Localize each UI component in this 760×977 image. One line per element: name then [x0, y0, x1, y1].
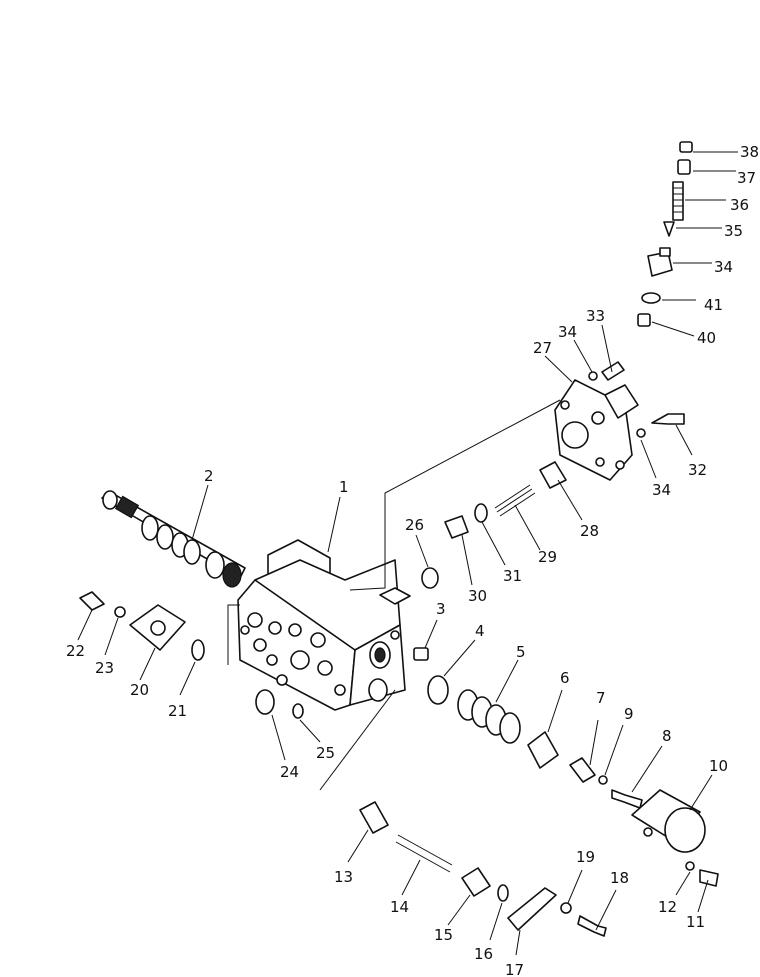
label-28: 28	[580, 522, 599, 540]
label-14: 14	[390, 898, 409, 916]
part-22	[79, 591, 105, 611]
label-27: 27	[533, 339, 552, 357]
part-8	[611, 789, 643, 809]
part-34-upper	[588, 371, 598, 381]
part-27-cover	[554, 379, 639, 481]
label-17: 17	[505, 961, 524, 977]
part-34-lower	[636, 428, 646, 438]
part-10	[631, 789, 706, 853]
label-2: 2	[204, 467, 214, 485]
part-9	[598, 775, 608, 785]
part-15	[461, 867, 491, 897]
label-38: 37	[737, 169, 756, 187]
label-15: 15	[434, 926, 453, 944]
part-11	[699, 869, 719, 887]
label-39: 38	[740, 143, 759, 161]
part-41	[641, 292, 661, 304]
part-labels: 38 37 36 35 34 41 40 33 34 27 32 34 28 2…	[66, 143, 759, 977]
label-24: 24	[280, 763, 299, 781]
part-32	[651, 413, 685, 425]
part-30	[444, 515, 469, 539]
label-16: 16	[474, 945, 493, 963]
label-10: 10	[709, 757, 728, 775]
part-26	[421, 567, 439, 589]
part-5	[457, 689, 521, 744]
part-3	[413, 647, 429, 661]
part-29	[494, 484, 536, 517]
part-28	[539, 461, 567, 489]
label-1: 1	[339, 478, 349, 496]
label-18: 18	[610, 869, 629, 887]
label-36: 35	[724, 222, 743, 240]
label-5: 5	[516, 643, 526, 661]
label-11: 11	[686, 913, 705, 931]
label-40: 40	[697, 329, 716, 347]
label-26: 26	[405, 516, 424, 534]
label-23: 23	[95, 659, 114, 677]
part-39	[679, 141, 693, 153]
part-21	[191, 639, 205, 661]
part-23	[114, 606, 126, 618]
part-6	[527, 731, 559, 769]
label-8: 8	[662, 727, 672, 745]
part-40	[637, 313, 651, 327]
part-14	[395, 834, 453, 873]
label-19: 19	[576, 848, 595, 866]
label-9: 9	[624, 705, 634, 723]
part-13	[359, 801, 389, 834]
label-41: 41	[704, 296, 723, 314]
label-34-lower: 34	[652, 481, 671, 499]
label-25: 25	[316, 744, 335, 762]
label-21: 21	[168, 702, 187, 720]
label-7: 7	[596, 689, 606, 707]
label-33: 33	[586, 307, 605, 325]
label-12: 12	[658, 898, 677, 916]
part-33	[601, 361, 625, 381]
part-7	[569, 757, 596, 783]
part-4	[427, 675, 449, 705]
label-31: 31	[503, 567, 522, 585]
part-2-spool	[101, 490, 246, 588]
part-38	[677, 159, 691, 175]
label-34-upper: 34	[558, 323, 577, 341]
label-22: 22	[66, 642, 85, 660]
part-16	[497, 884, 509, 902]
leader-lines	[77, 151, 738, 956]
part-1-valve-body	[237, 539, 411, 711]
part-37	[672, 181, 684, 221]
label-37: 36	[730, 196, 749, 214]
label-30: 30	[468, 587, 487, 605]
label-29: 29	[538, 548, 557, 566]
part-19	[560, 902, 572, 914]
label-4: 4	[475, 622, 485, 640]
part-31	[474, 503, 488, 523]
part-36	[663, 221, 675, 237]
label-3: 3	[436, 600, 446, 618]
label-32: 32	[688, 461, 707, 479]
label-35: 34	[714, 258, 733, 276]
part-17	[507, 887, 557, 931]
part-24	[255, 689, 275, 715]
part-25	[292, 703, 304, 719]
label-6: 6	[560, 669, 570, 687]
label-20: 20	[130, 681, 149, 699]
part-12	[685, 861, 695, 871]
label-13: 13	[334, 868, 353, 886]
